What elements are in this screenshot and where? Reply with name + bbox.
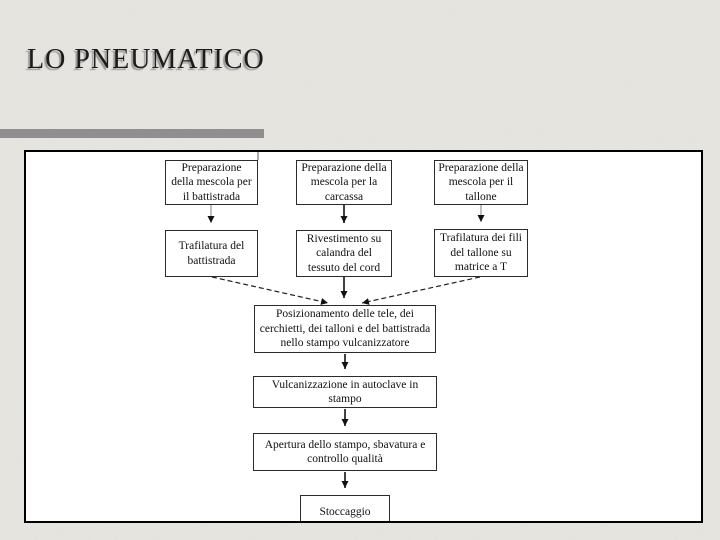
flow-box-prep-carcassa: Preparazione della mescola per la carcas…	[296, 160, 392, 205]
arrow-dashed-right	[361, 276, 481, 305]
flow-box-vulcanizzazione: Vulcanizzazione in autoclave in stampo	[253, 376, 437, 408]
flow-box-prep-tallone: Preparazione della mescola per il tallon…	[434, 160, 528, 205]
flow-box-trafilatura-tallone: Trafilatura dei fili del tallone su matr…	[434, 229, 528, 277]
flow-box-posizionamento: Posizionamento delle tele, dei cerchiett…	[254, 305, 436, 353]
flow-box-label: Trafilatura del battistrada	[178, 240, 245, 267]
flow-box-label: Rivestimento su calandra del tessuto del…	[306, 232, 382, 274]
flow-box-label: Vulcanizzazione in autoclave in stampo	[271, 378, 419, 405]
flow-box-apertura: Apertura dello stampo, sbavatura e contr…	[253, 433, 437, 471]
flow-box-rivestimento-calandra: Rivestimento su calandra del tessuto del…	[296, 230, 392, 277]
flowchart-canvas: Preparazione della mescola per il battis…	[26, 152, 701, 521]
title-divider-bar	[0, 129, 264, 138]
page-title: LO PNEUMATICO	[27, 44, 265, 75]
flowchart-panel: Preparazione della mescola per il battis…	[24, 150, 703, 523]
arrow-dashed-left	[211, 276, 329, 305]
flow-box-stoccaggio: Stoccaggio	[300, 495, 390, 521]
flow-box-label: Trafilatura dei fili del tallone su matr…	[440, 232, 522, 274]
flow-box-prep-battistrada: Preparazione della mescola per il battis…	[165, 160, 258, 205]
flow-box-label: Preparazione della mescola per la carcas…	[301, 161, 387, 203]
flow-box-label: Stoccaggio	[319, 505, 371, 518]
flow-box-label: Apertura dello stampo, sbavatura e contr…	[264, 438, 426, 465]
flow-box-label: Preparazione della mescola per il tallon…	[438, 161, 524, 203]
flow-box-label: Posizionamento delle tele, dei cerchiett…	[259, 308, 431, 350]
flow-box-label: Preparazione della mescola per il battis…	[171, 161, 252, 203]
flow-box-trafilatura-battistrada: Trafilatura del battistrada	[165, 230, 258, 277]
